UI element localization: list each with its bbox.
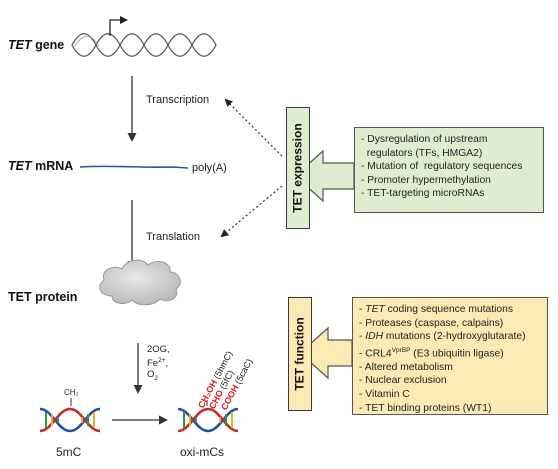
expression-item: regulators (TFs, HMGA2) bbox=[361, 147, 483, 159]
expression-item: - TET-targeting microRNAs bbox=[361, 188, 485, 200]
function-item: - Nuclear exclusion bbox=[359, 375, 447, 387]
cofactors-label: 2OG, Fe2+, O2 bbox=[147, 344, 170, 383]
tet-mrna-label: TET mRNA bbox=[8, 159, 74, 173]
tet-expression-list: - Dysregulation of upstream regulators (… bbox=[354, 127, 544, 213]
function-item: - TET coding sequence mutations bbox=[359, 304, 513, 315]
label-oxi-mcs: oxi-mCs bbox=[180, 445, 224, 459]
function-item: - Proteases (caspase, calpains) bbox=[359, 317, 504, 329]
tet-function-title: TET function bbox=[293, 317, 308, 391]
polya-label: poly(A) bbox=[192, 162, 227, 174]
dna-oxi-mcs bbox=[177, 400, 239, 433]
function-item: - IDH mutations (2-hydroxyglutarate) bbox=[359, 331, 526, 343]
expression-item: - Promoter hypermethylation bbox=[361, 174, 491, 186]
tet-function-title-box: TET function bbox=[288, 297, 312, 411]
ch3-label: CH₃ bbox=[64, 388, 79, 397]
tet-gene-label: TET gene bbox=[8, 38, 65, 52]
expression-to-transcription-arrow bbox=[224, 98, 283, 157]
tet-function-list: - TET coding sequence mutations - Protea… bbox=[352, 297, 548, 415]
transcription-label: Transcription bbox=[146, 94, 210, 106]
expression-item: - Mutation of regulatory sequences bbox=[361, 161, 523, 173]
dna-5mc bbox=[39, 398, 101, 433]
tet-expression-title-box: TET expression bbox=[286, 107, 310, 229]
function-item: - Vitamin C bbox=[359, 388, 410, 400]
function-item: - Altered metabolism bbox=[359, 361, 453, 373]
mrna-strand bbox=[79, 165, 189, 169]
tet-expression-title: TET expression bbox=[291, 123, 305, 213]
tss-arrow bbox=[109, 16, 128, 36]
translation-label: Translation bbox=[146, 231, 201, 243]
function-item: - TET binding proteins (WT1) bbox=[359, 402, 492, 414]
function-item: - CRL4VprBP (E3 ubiquitin ligase) bbox=[359, 346, 504, 360]
protein-cloud bbox=[99, 259, 181, 306]
label-5mc: 5mC bbox=[56, 445, 82, 459]
gene-helix bbox=[71, 33, 217, 57]
tet-protein-label: TET protein bbox=[8, 290, 78, 304]
expression-to-translation-arrow bbox=[220, 185, 283, 238]
expression-item: - Dysregulation of upstream bbox=[361, 134, 488, 145]
